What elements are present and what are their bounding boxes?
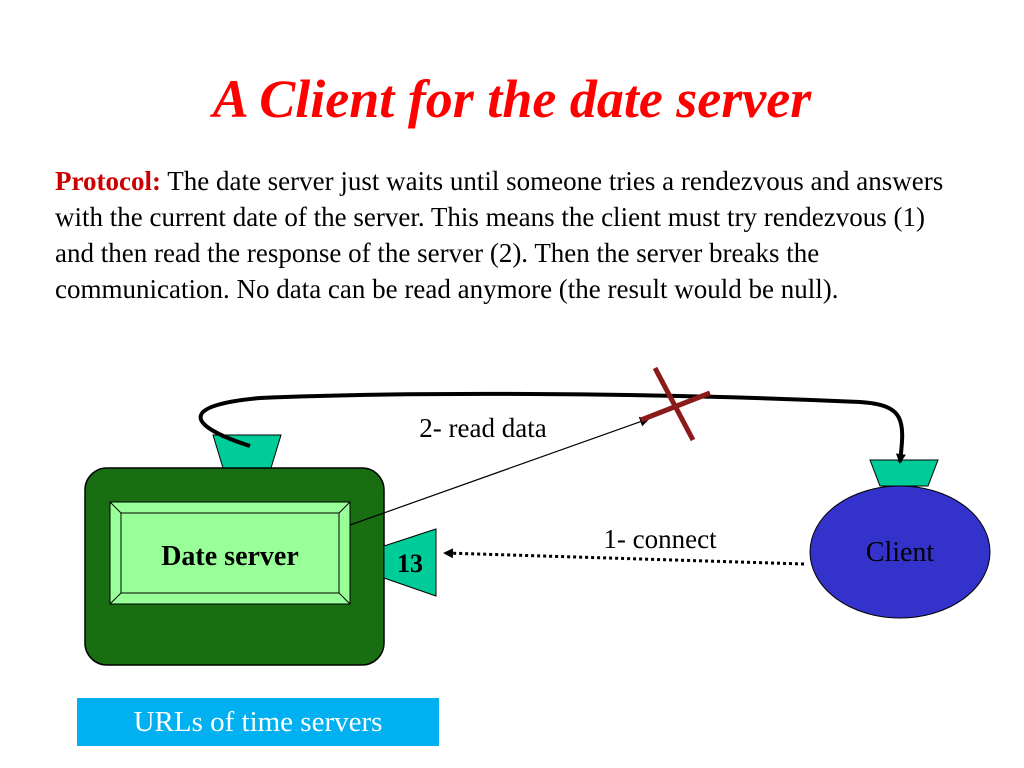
client-label: Client xyxy=(866,537,935,568)
protocol-paragraph: Protocol: The date server just waits unt… xyxy=(55,163,955,307)
client-top-connector xyxy=(869,459,939,487)
port-13-connector xyxy=(383,528,437,597)
read-data-label: 2- read data xyxy=(419,413,546,443)
port-number: 13 xyxy=(397,549,423,578)
date-server-label: Date server xyxy=(161,541,299,572)
connect-label: 1- connect xyxy=(603,524,717,554)
read-data-arrow xyxy=(349,416,650,526)
break-cross-icon xyxy=(640,366,711,442)
protocol-text: The date server just waits until someone… xyxy=(55,166,944,304)
connect-arrow xyxy=(443,548,805,566)
protocol-label: Protocol: xyxy=(55,166,161,196)
connection-curve xyxy=(198,391,906,464)
date-server-panel xyxy=(109,501,351,605)
urls-of-time-servers-box: URLs of time servers xyxy=(77,698,439,746)
server-top-connector xyxy=(212,434,282,469)
slide-title: A Client for the date server xyxy=(212,69,812,129)
client-node xyxy=(809,485,991,619)
